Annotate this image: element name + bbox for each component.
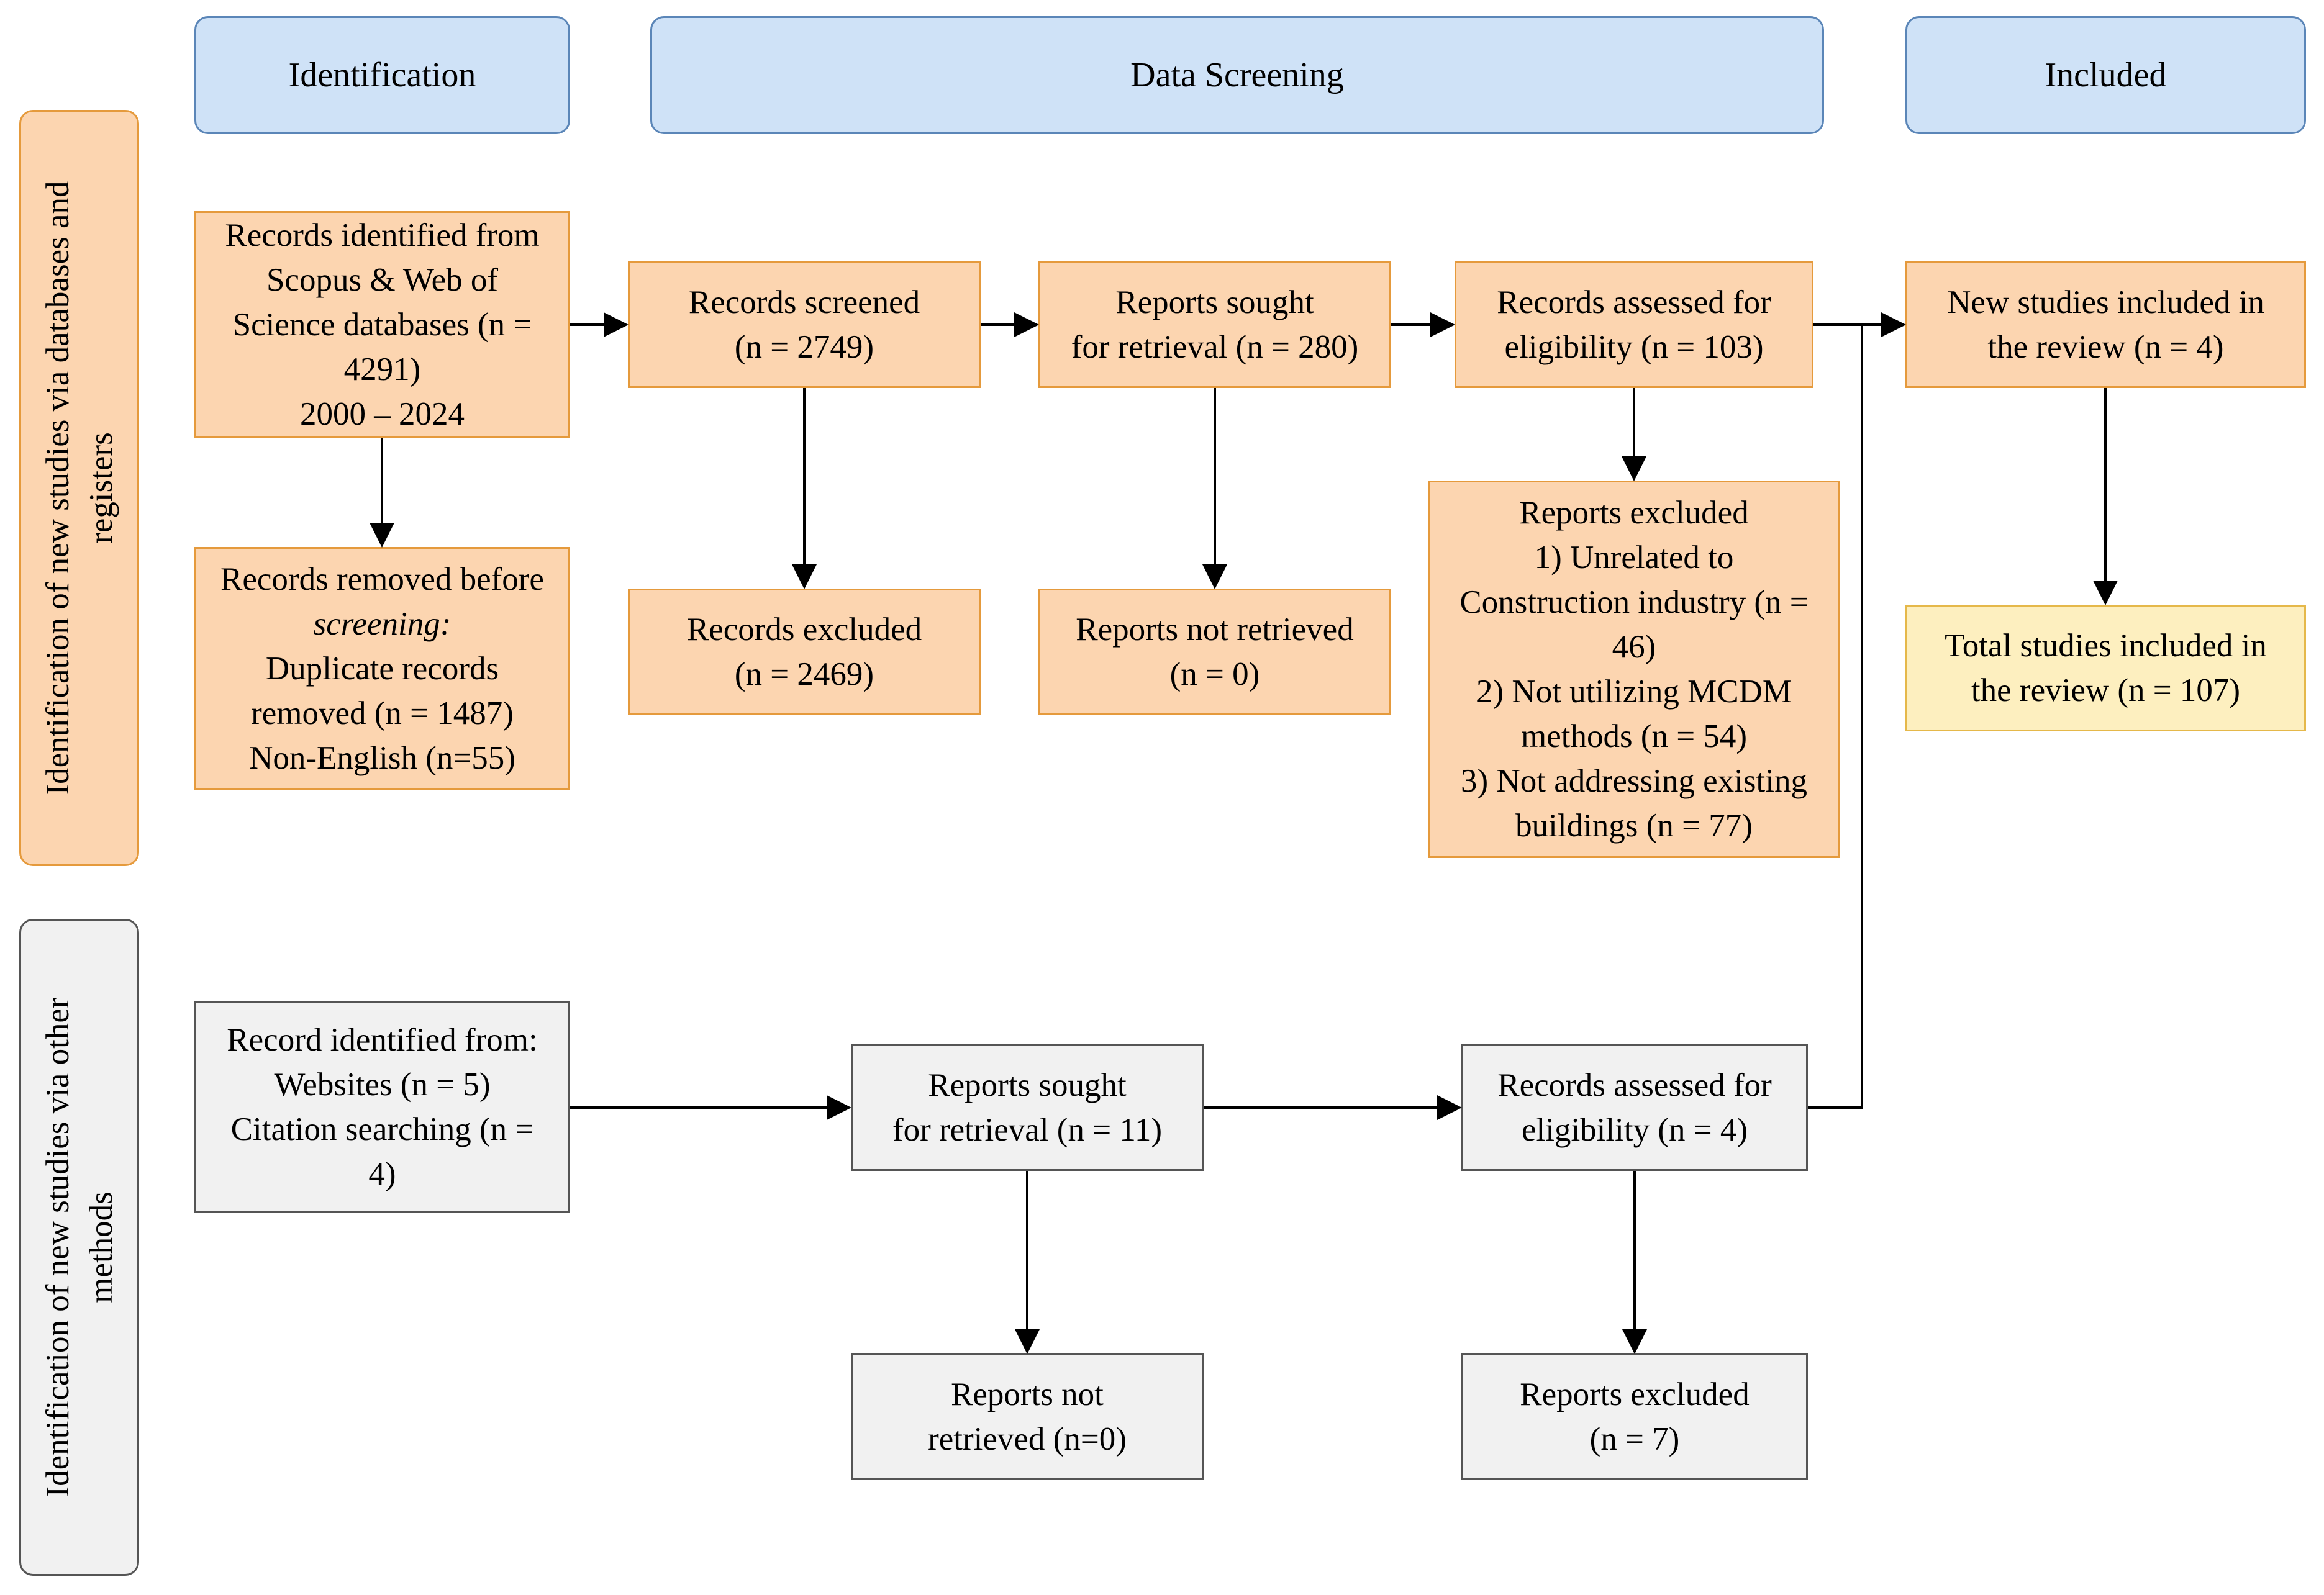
side-label-databases: Identification of new studies via databa… [19, 110, 139, 866]
other-reports-excluded-box: Reports excluded (n = 7) [1461, 1353, 1808, 1480]
arrow-other-assessed-to-included [1808, 325, 1863, 1109]
records-assessed-box: Records assessed for eligibility (n = 10… [1455, 261, 1813, 388]
new-studies-included-box: New studies included in the review (n = … [1905, 261, 2306, 388]
reports-not-retrieved-box: Reports not retrieved (n = 0) [1038, 589, 1391, 715]
total-studies-included-box: Total studies included in the review (n … [1905, 605, 2306, 731]
header-included: Included [1905, 16, 2306, 134]
reports-excluded-reasons-box: Reports excluded 1) Unrelated to Constru… [1428, 481, 1840, 858]
records-removed-box: Records removed before screening: Duplic… [194, 547, 570, 790]
other-reports-sought-box: Reports sought for retrieval (n = 11) [851, 1044, 1204, 1171]
reports-sought-box: Reports sought for retrieval (n = 280) [1038, 261, 1391, 388]
header-included-label: Included [2045, 56, 2167, 94]
header-data-screening: Data Screening [650, 16, 1824, 134]
other-records-assessed-box: Records assessed for eligibility (n = 4) [1461, 1044, 1808, 1171]
records-identified-box: Records identified from Scopus & Web of … [194, 211, 570, 438]
records-screened-box: Records screened (n = 2749) [628, 261, 981, 388]
other-reports-not-retrieved-box: Reports not retrieved (n=0) [851, 1353, 1204, 1480]
header-identification: Identification [194, 16, 570, 134]
side-label-other: Identification of new studies via other … [19, 919, 139, 1576]
other-records-identified-box: Record identified from: Websites (n = 5)… [194, 1001, 570, 1213]
header-screening-label: Data Screening [1130, 56, 1344, 94]
records-excluded-box: Records excluded (n = 2469) [628, 589, 981, 715]
header-identification-label: Identification [288, 56, 476, 94]
